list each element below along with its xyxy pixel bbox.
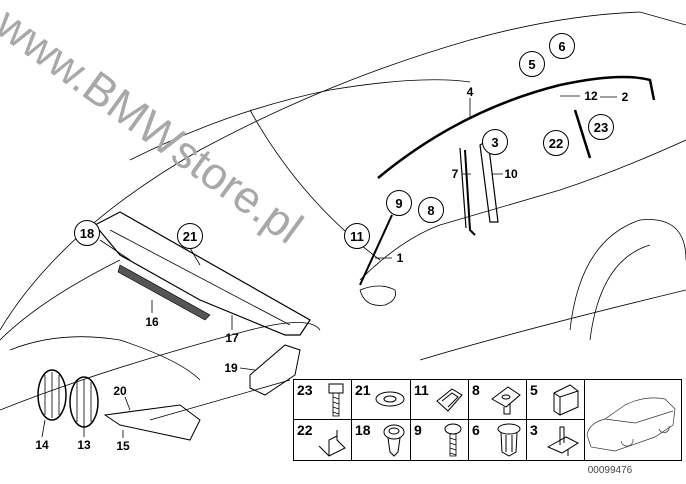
callout-15: 15 bbox=[116, 439, 130, 453]
part-number: 22 bbox=[297, 422, 313, 438]
washer-icon bbox=[375, 391, 405, 407]
callout-12: 12 bbox=[584, 89, 598, 103]
part-number: 23 bbox=[297, 382, 313, 398]
callout-22: 22 bbox=[543, 130, 569, 156]
callout-16: 16 bbox=[145, 315, 159, 329]
callout-4: 4 bbox=[466, 85, 474, 99]
part-cell: 11 bbox=[411, 380, 469, 420]
fasteners-table: 23 21 11 8 5 22 18 9 6 3 bbox=[293, 379, 682, 461]
part-number: 5 bbox=[530, 382, 538, 398]
bracket-clip-icon bbox=[553, 384, 579, 416]
part-number: 9 bbox=[414, 422, 422, 438]
callout-1: 1 bbox=[396, 251, 404, 265]
callout-14: 14 bbox=[35, 438, 49, 452]
part-number: 8 bbox=[472, 382, 480, 398]
bracket-icon bbox=[318, 430, 346, 457]
callout-18: 18 bbox=[74, 220, 100, 246]
part-cell: 22 bbox=[294, 420, 352, 460]
holder-clip-icon bbox=[546, 426, 580, 456]
nut-clip-icon bbox=[491, 386, 521, 415]
callout-5: 5 bbox=[519, 51, 545, 77]
part-number: 11 bbox=[414, 382, 429, 398]
part-number: 3 bbox=[530, 422, 538, 438]
callout-2: 2 bbox=[621, 90, 629, 104]
callout-17: 17 bbox=[225, 331, 239, 345]
expansion-nut-icon bbox=[497, 423, 521, 457]
part-number: 18 bbox=[355, 422, 371, 438]
callout-19: 19 bbox=[224, 361, 238, 375]
callout-8: 8 bbox=[418, 197, 444, 223]
part-cell: 18 bbox=[352, 420, 411, 460]
part-cell: 3 bbox=[527, 420, 585, 460]
bolt-icon bbox=[328, 383, 344, 417]
callout-11: 11 bbox=[344, 223, 370, 249]
car-overview-cell bbox=[585, 380, 681, 460]
push-rivet-icon bbox=[383, 424, 405, 457]
part-number: 6 bbox=[472, 422, 480, 438]
part-cell: 8 bbox=[469, 380, 527, 420]
callout-6: 6 bbox=[549, 33, 575, 59]
part-number: 21 bbox=[355, 382, 371, 398]
car-overview-icon bbox=[586, 397, 676, 452]
part-cell: 23 bbox=[294, 380, 352, 420]
part-cell: 21 bbox=[352, 380, 411, 420]
clip-icon bbox=[436, 388, 463, 412]
part-cell: 5 bbox=[527, 380, 585, 420]
callout-10: 10 bbox=[504, 167, 518, 181]
part-cell: 9 bbox=[411, 420, 469, 460]
callout-13: 13 bbox=[77, 438, 91, 452]
diagram-number: 00099476 bbox=[587, 465, 633, 476]
callout-7: 7 bbox=[451, 167, 459, 181]
callout-23: 23 bbox=[588, 114, 614, 140]
screw-icon bbox=[444, 423, 462, 457]
callout-20: 20 bbox=[113, 384, 127, 398]
callout-3: 3 bbox=[482, 129, 508, 155]
callout-21: 21 bbox=[177, 223, 203, 249]
part-cell: 6 bbox=[469, 420, 527, 460]
callout-9: 9 bbox=[386, 190, 412, 216]
